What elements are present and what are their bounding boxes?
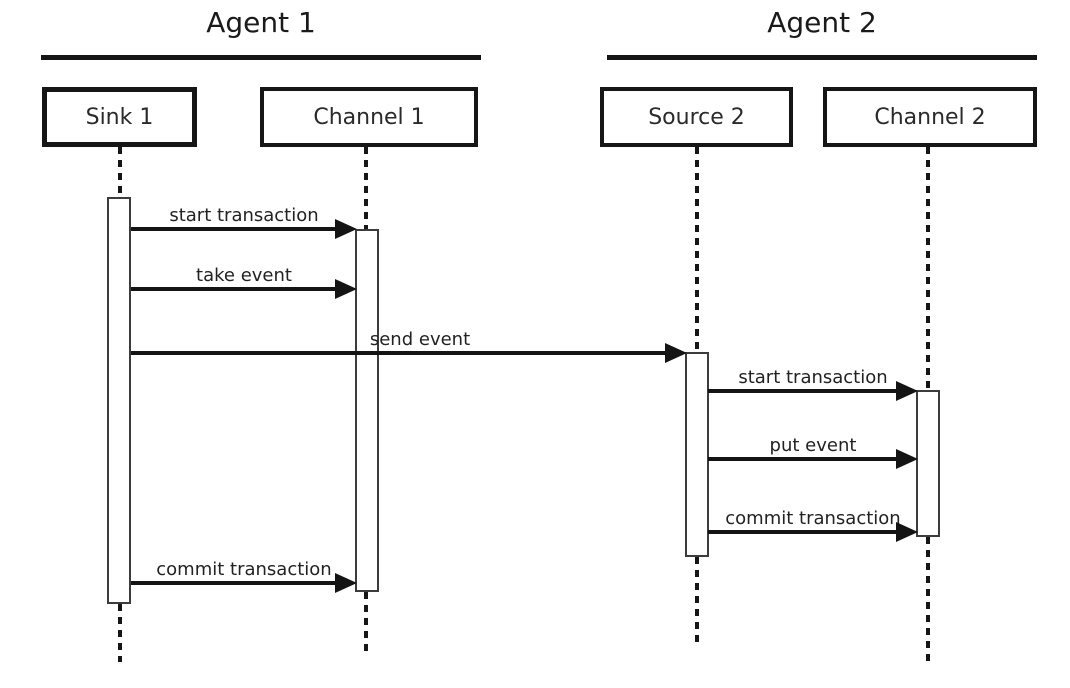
message-line-start-transaction-1 xyxy=(131,227,336,231)
message-line-send-event xyxy=(131,351,666,355)
arrowhead-icon xyxy=(335,219,357,239)
activation-bar-source-2 xyxy=(685,352,709,557)
participant-label-source-2: Source 2 xyxy=(648,104,745,130)
lifeline-channel-2-lower xyxy=(926,537,930,662)
lifeline-channel-2-upper xyxy=(926,147,930,390)
message-label-take-event: take event xyxy=(196,265,292,286)
participant-box-channel-1: Channel 1 xyxy=(260,87,478,147)
participant-box-channel-2: Channel 2 xyxy=(823,87,1037,147)
lifeline-source-2-upper xyxy=(695,147,699,352)
arrowhead-icon xyxy=(335,279,357,299)
lifeline-channel-1-lower xyxy=(364,592,368,656)
message-label-send-event: send event xyxy=(369,329,471,350)
message-line-start-transaction-2 xyxy=(708,389,897,393)
participant-label-channel-2: Channel 2 xyxy=(874,104,986,130)
participant-box-sink-1: Sink 1 xyxy=(42,87,197,147)
message-line-commit-transaction-1 xyxy=(131,581,336,585)
group-underline-agent-1 xyxy=(41,55,481,60)
lifeline-source-2-lower xyxy=(695,557,699,642)
participant-label-channel-1: Channel 1 xyxy=(313,104,425,130)
message-label-put-event: put event xyxy=(769,435,857,456)
message-line-commit-transaction-2 xyxy=(708,530,897,534)
group-underline-agent-2 xyxy=(607,55,1037,60)
lifeline-channel-1-upper xyxy=(364,147,368,229)
arrowhead-icon xyxy=(665,343,687,363)
activation-bar-sink-1 xyxy=(107,197,131,604)
message-line-take-event xyxy=(131,287,336,291)
message-label-commit-transaction-1: commit transaction xyxy=(156,559,332,580)
activation-bar-channel-2 xyxy=(916,390,940,537)
lifeline-sink-1-upper xyxy=(118,147,122,197)
arrowhead-icon xyxy=(896,449,918,469)
arrowhead-icon xyxy=(896,381,918,401)
lifeline-sink-1-lower xyxy=(118,604,122,662)
participant-box-source-2: Source 2 xyxy=(600,87,793,147)
group-title-agent-1: Agent 1 xyxy=(206,6,316,39)
message-label-commit-transaction-2: commit transaction xyxy=(725,508,901,529)
message-label-start-transaction-2: start transaction xyxy=(738,367,888,388)
message-label-start-transaction-1: start transaction xyxy=(169,205,319,226)
participant-label-sink-1: Sink 1 xyxy=(85,104,154,130)
arrowhead-icon xyxy=(335,573,357,593)
message-line-put-event xyxy=(708,457,897,461)
activation-bar-channel-1 xyxy=(355,229,379,592)
arrowhead-icon xyxy=(896,522,918,542)
group-title-agent-2: Agent 2 xyxy=(767,6,877,39)
